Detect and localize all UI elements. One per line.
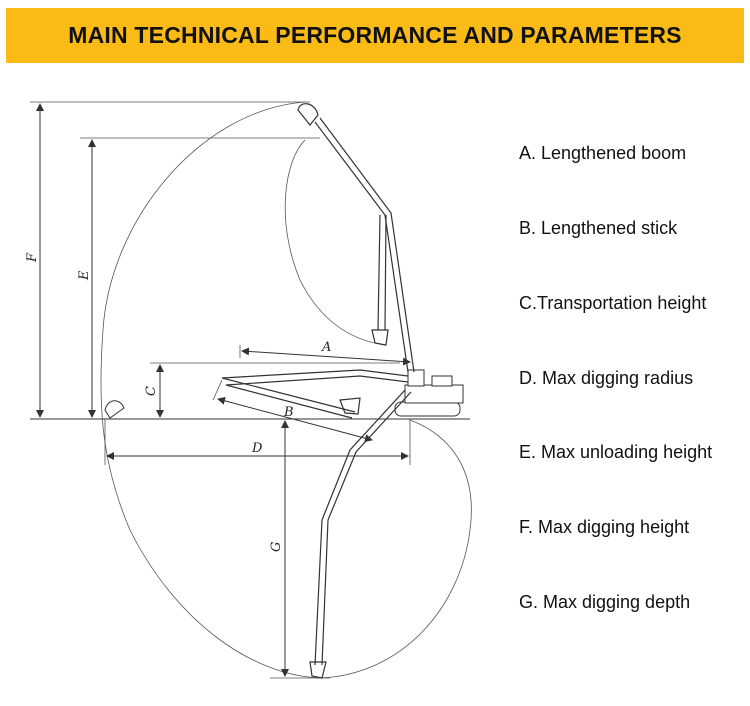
- digging-envelope-curve: [100, 101, 472, 679]
- bucket-far-reach: [104, 400, 125, 419]
- legend-item-c: C.Transportation height: [519, 293, 707, 313]
- excavator-body: [394, 369, 464, 417]
- lowered-arm: [309, 389, 412, 679]
- dimension-label-e: E: [77, 270, 92, 281]
- dimension-label-d: D: [251, 441, 263, 456]
- raised-arm: [297, 103, 415, 373]
- legend-item-d: D. Max digging radius: [519, 368, 694, 388]
- unloading-envelope-curve: [284, 139, 386, 346]
- parameter-legend: A. Lengthened boom B. Lengthened stick C…: [519, 0, 750, 706]
- legend-item-g: G. Max digging depth: [519, 592, 691, 612]
- excavator-working-range-diagram: F E C A B D G: [25, 101, 472, 679]
- dimension-label-b: B: [283, 405, 294, 420]
- dimension-a-line: [241, 347, 411, 366]
- dimension-label-g: G: [269, 542, 284, 552]
- dimension-label-a: A: [321, 340, 331, 355]
- legend-item-f: F. Max digging height: [519, 517, 690, 537]
- transport-arm: [221, 369, 409, 419]
- dimension-b-line: [217, 396, 373, 443]
- dimension-label-c: C: [144, 386, 159, 396]
- page-title: MAIN TECHNICAL PERFORMANCE AND PARAMETER…: [68, 22, 682, 48]
- legend-item-e: E. Max unloading height: [519, 442, 713, 462]
- legend-item-b: B. Lengthened stick: [519, 218, 678, 238]
- title-banner: MAIN TECHNICAL PERFORMANCE AND PARAMETER…: [6, 8, 744, 63]
- extension-lines: [30, 101, 411, 679]
- legend-item-a: A. Lengthened boom: [519, 143, 687, 163]
- dimension-label-f: F: [25, 252, 40, 263]
